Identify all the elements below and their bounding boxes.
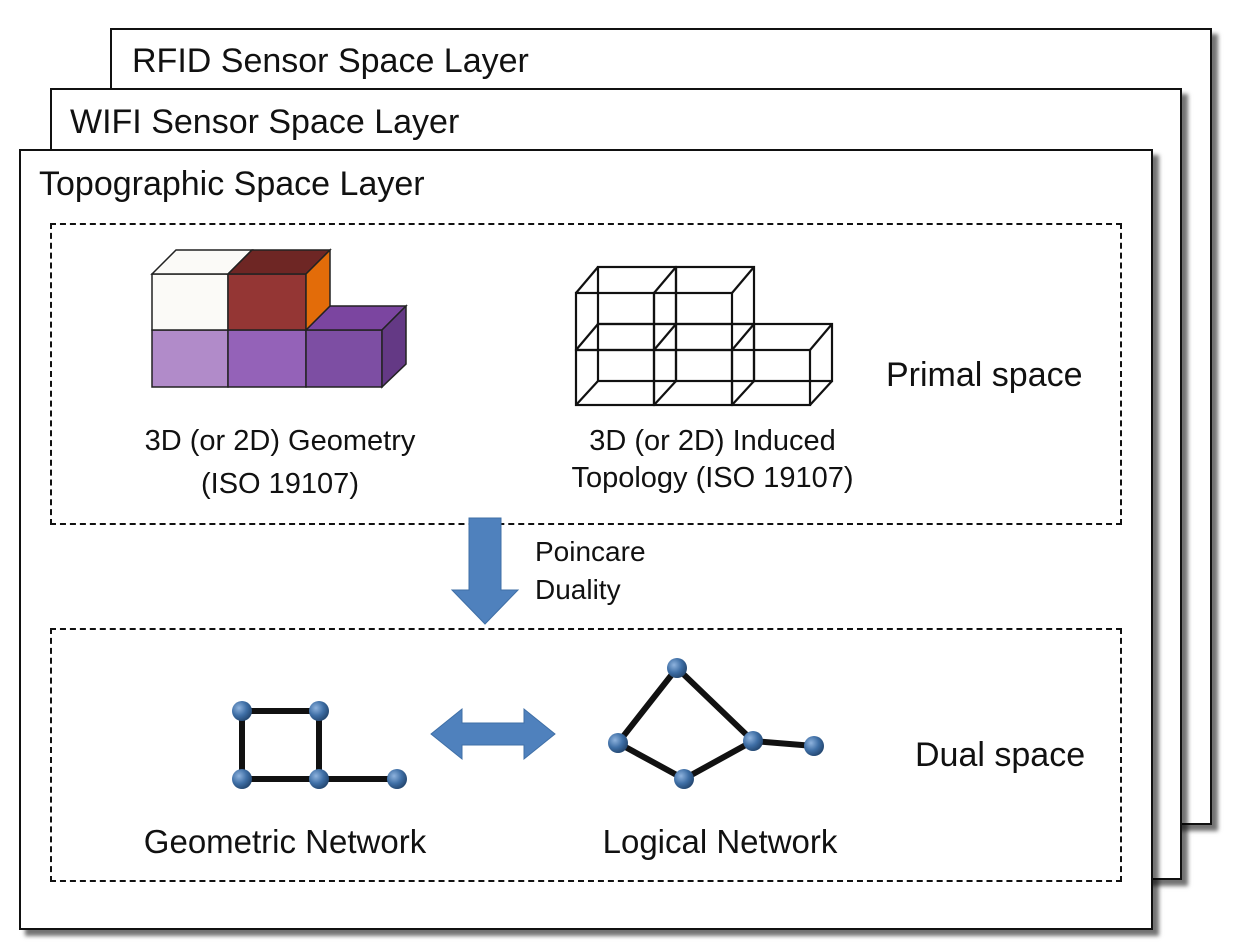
log-edge (674, 665, 756, 744)
primal-space-label: Primal space (886, 356, 1083, 394)
cube-top-2-side (305, 248, 331, 332)
duality-line-2: Duality (535, 574, 621, 606)
log-edge (615, 740, 687, 782)
cube-bottom-3-front (305, 329, 383, 388)
log-edge (750, 738, 817, 749)
cube-top-2-front (227, 273, 307, 331)
wire-top-left-front (574, 291, 656, 352)
cube-bottom-2-front (227, 329, 307, 388)
wire-bottom-left-back (596, 322, 678, 383)
dual-space-label: Dual space (915, 736, 1086, 774)
log-node (743, 731, 763, 751)
topology-caption-line-1: 3D (or 2D) Induced (589, 425, 836, 457)
geometry-caption: 3D (or 2D) Geometry (ISO 19107) (120, 424, 440, 503)
geometric-network-caption: Geometric Network (143, 823, 427, 860)
geo-node (387, 769, 407, 789)
dual-space-box (50, 628, 1122, 882)
topographic-layer-title: Topographic Space Layer (39, 165, 425, 203)
cube-top-1-front (151, 273, 229, 331)
wire-bottom-mid-front (652, 348, 734, 407)
wire-bottom-right-back (752, 322, 834, 383)
cube-bottom-3-side (381, 304, 407, 389)
double-headed-arrow (430, 707, 556, 761)
log-node (804, 736, 824, 756)
rfid-layer-title: RFID Sensor Space Layer (132, 42, 529, 80)
poincare-duality-label: Poincare Duality (535, 535, 646, 607)
logical-network-caption: Logical Network (602, 823, 838, 860)
primal-space-box (50, 223, 1122, 525)
wire-bottom-mid-back (674, 322, 756, 383)
geo-node (309, 769, 329, 789)
log-edge (681, 738, 756, 782)
geo-node (232, 769, 252, 789)
geometry-caption-line-1: 3D (or 2D) Geometry (144, 425, 416, 457)
geo-node (232, 701, 252, 721)
wifi-layer-title: WIFI Sensor Space Layer (70, 103, 460, 141)
wire-bottom-left-front (574, 348, 656, 407)
topology-wireframe-illustration (574, 265, 834, 407)
log-node (667, 658, 687, 678)
wire-bottom-right-front (730, 348, 812, 407)
logical-network-graph (608, 658, 824, 789)
duality-down-arrow (450, 517, 520, 625)
geometric-network-graph (232, 701, 407, 789)
topology-caption: 3D (or 2D) Induced Topology (ISO 19107) (540, 424, 885, 497)
duality-line-1: Poincare (535, 536, 646, 567)
wire-top-right-front (652, 291, 734, 352)
log-edge (615, 665, 680, 746)
geometry-cubes-illustration (150, 248, 408, 389)
log-node (608, 733, 628, 753)
log-node (674, 769, 694, 789)
topology-caption-line-2: Topology (ISO 19107) (571, 462, 854, 495)
wire-top-left-back (596, 265, 678, 326)
geometry-caption-line-2: (ISO 19107) (201, 468, 359, 501)
wire-top-right-back (674, 265, 756, 326)
geo-node (309, 701, 329, 721)
cube-bottom-1-front (151, 329, 229, 388)
